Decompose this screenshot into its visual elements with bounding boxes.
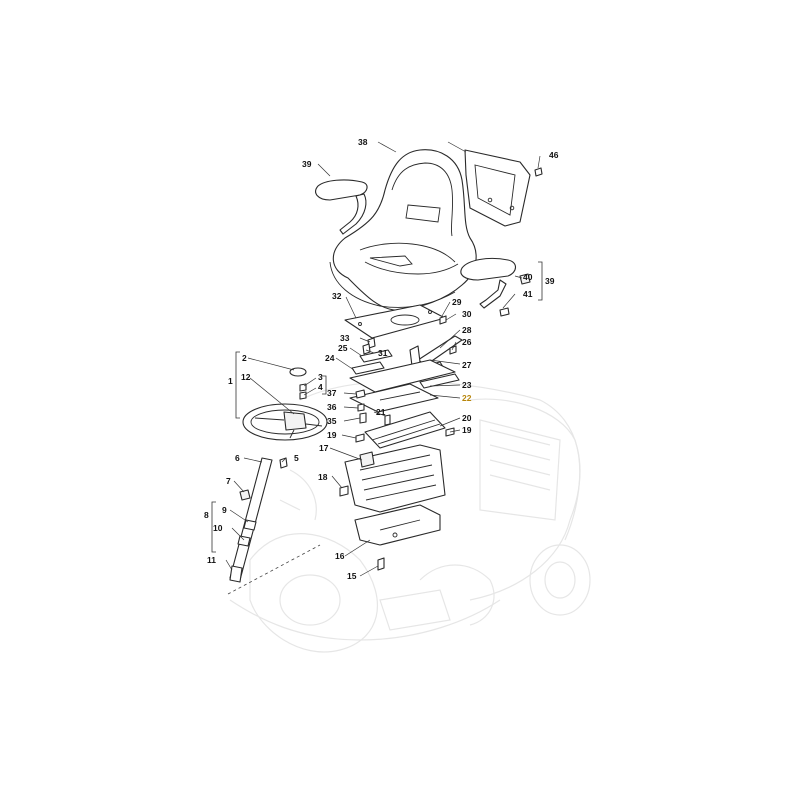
callout-5: 5	[294, 453, 299, 463]
callout-4: 4	[318, 382, 323, 392]
callout-10: 10	[213, 523, 223, 533]
slide-plate	[349, 383, 439, 413]
hardware-small	[499, 167, 543, 317]
callout-28: 28	[462, 325, 472, 335]
steering-column	[229, 457, 288, 583]
callout-24: 24	[325, 353, 335, 363]
callout-33: 33	[340, 333, 350, 343]
callout-18: 18	[318, 472, 328, 482]
callout-23: 23	[462, 380, 472, 390]
callout-22: 22	[462, 393, 472, 403]
callout-16: 16	[335, 551, 345, 561]
armrest-left	[315, 179, 368, 235]
callout-17: 17	[319, 443, 329, 453]
steering-wheel	[242, 403, 328, 441]
callout-6: 6	[235, 453, 240, 463]
callout-20: 20	[462, 413, 472, 423]
tractor-ghost-outline	[229, 380, 591, 653]
suspension-body	[344, 444, 446, 513]
callout-27: 27	[462, 360, 472, 370]
callout-8: 8	[204, 510, 209, 520]
callout-29: 29	[452, 297, 462, 307]
callout-labels: 46 39 39 40 41 38 32 29 30 28 26 33 31 2…	[204, 137, 559, 581]
callout-2: 2	[242, 353, 247, 363]
callout-38: 38	[358, 137, 368, 147]
callout-19-left: 19	[327, 430, 337, 440]
callout-19-right: 19	[462, 425, 472, 435]
armrest-right	[460, 257, 517, 309]
callout-35: 35	[327, 416, 337, 426]
callout-39-right: 39	[545, 276, 555, 286]
mounting-bracket	[354, 504, 441, 546]
callout-12: 12	[241, 372, 251, 382]
seat-back-plate	[464, 149, 531, 227]
callout-7: 7	[226, 476, 231, 486]
callout-30: 30	[462, 309, 472, 319]
callout-32: 32	[332, 291, 342, 301]
callout-37: 37	[327, 388, 337, 398]
callout-40: 40	[523, 272, 533, 282]
callout-36: 36	[327, 402, 337, 412]
callout-26: 26	[462, 337, 472, 347]
adjust-lever	[409, 335, 463, 367]
callout-3: 3	[318, 372, 323, 382]
callout-46: 46	[549, 150, 559, 160]
callout-brackets	[211, 261, 543, 553]
steering-screws	[299, 383, 307, 400]
callout-31: 31	[378, 348, 388, 358]
callout-25: 25	[338, 343, 348, 353]
suspension-top	[364, 411, 446, 449]
callout-15: 15	[347, 571, 357, 581]
callout-41: 41	[523, 289, 533, 299]
fasteners	[339, 315, 457, 571]
callout-1: 1	[228, 376, 233, 386]
callout-11: 11	[207, 555, 216, 565]
steering-cap	[289, 367, 307, 377]
leader-lines	[225, 141, 541, 577]
slide-rails	[349, 349, 460, 393]
callout-9: 9	[222, 505, 227, 515]
callout-21: 21	[376, 407, 386, 417]
seat-base-plate	[344, 304, 446, 339]
callout-39-left: 39	[302, 159, 312, 169]
column-link-dashed	[227, 544, 321, 595]
seat	[329, 149, 477, 311]
